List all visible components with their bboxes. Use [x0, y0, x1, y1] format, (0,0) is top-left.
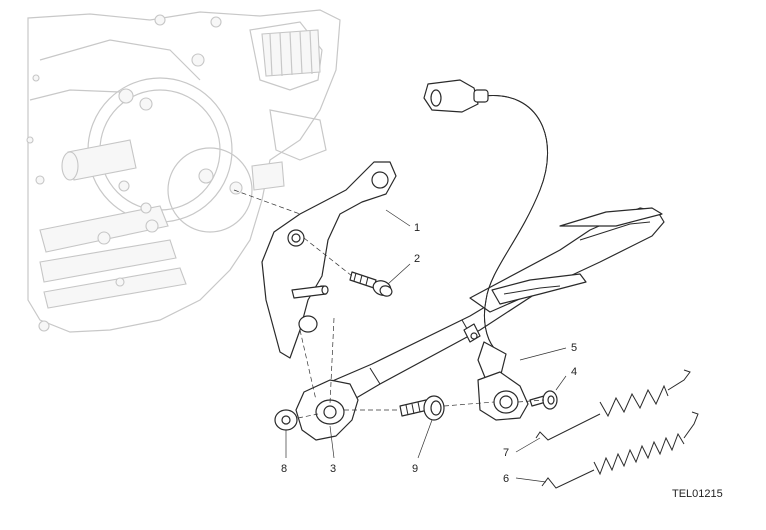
assembly-dashed-lines [233, 189, 545, 419]
part-1-sidestand-bracket [261, 161, 397, 359]
callout-4: 4 [571, 366, 577, 378]
leader-lines [285, 209, 567, 483]
callout-6: 6 [503, 473, 509, 485]
callout-5: 5 [571, 342, 577, 354]
drawing-code: TEL01215 [672, 488, 723, 500]
part-2-screw [349, 271, 393, 297]
part-8-washer [274, 409, 298, 431]
part-4-screw [529, 390, 558, 410]
part-7-spring [535, 369, 691, 441]
part-6-spring [541, 411, 699, 489]
callout-9: 9 [412, 463, 418, 475]
callout-8: 8 [281, 463, 287, 475]
engine-bolt-heads [26, 14, 243, 332]
callout-3: 3 [330, 463, 336, 475]
engine-casing-background [26, 9, 341, 333]
part-3-sidestand [295, 207, 665, 441]
sensor-cable [423, 79, 549, 381]
callout-7: 7 [503, 447, 509, 459]
callout-1: 1 [414, 222, 420, 234]
part-9-bolt [399, 395, 445, 421]
bracket-pin [291, 285, 329, 299]
part-5-sidestand-sensor [477, 371, 529, 421]
callout-2: 2 [414, 253, 420, 265]
